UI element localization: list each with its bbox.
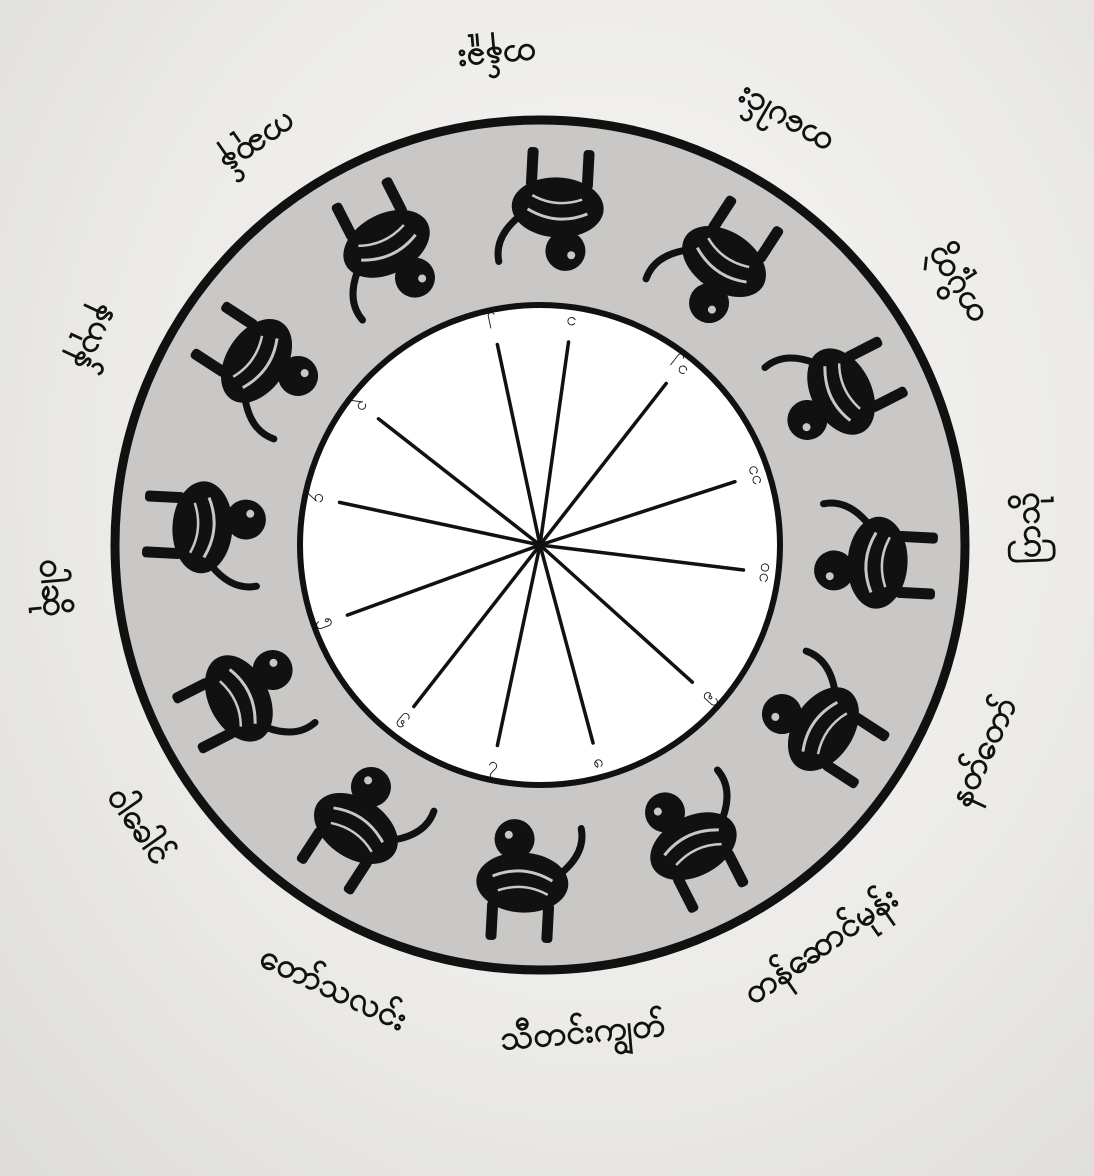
- month-label: နယုန်: [58, 296, 129, 378]
- month-label: ဝါဆို: [24, 557, 76, 619]
- month-label: တပေါင်း: [729, 79, 839, 166]
- month-label: နတ်တော်: [940, 690, 1032, 815]
- hub: [536, 541, 544, 549]
- month-label: ပြာသို: [1006, 491, 1056, 565]
- month-label: သီတင်းကျွတ်: [499, 1005, 668, 1067]
- spoke-number: ၁၀: [751, 561, 774, 584]
- month-label: တပို့တွဲ: [915, 236, 1000, 334]
- month-label: တော်သလင်း: [254, 936, 414, 1039]
- month-label: ဝါခေါင်: [99, 779, 181, 872]
- month-label: ကဆုန်: [210, 99, 306, 186]
- month-label: တန်ခူး: [456, 28, 538, 82]
